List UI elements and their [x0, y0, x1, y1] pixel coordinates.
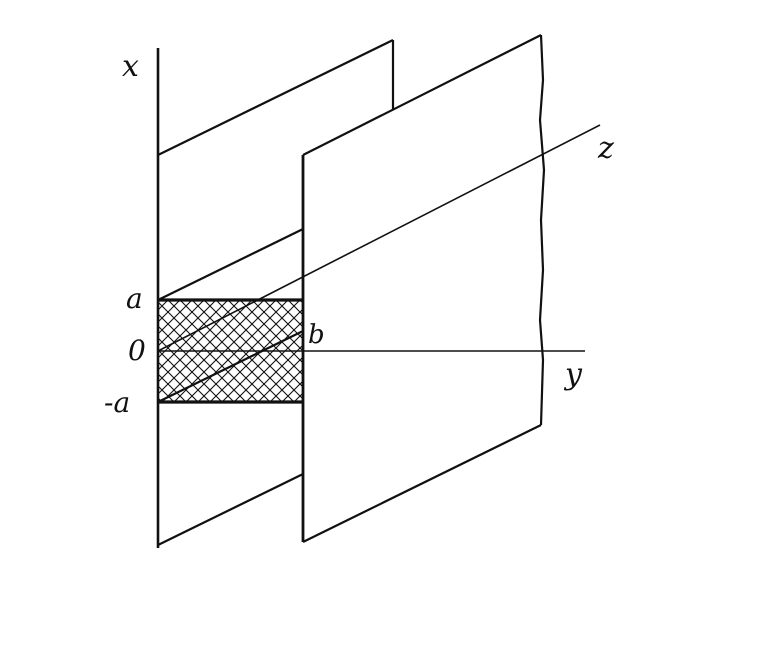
y-axis-label: y: [563, 357, 583, 392]
front-plate-far-edge: [538, 34, 546, 426]
back-plate-top-edge: [157, 39, 394, 156]
label-b: b: [308, 320, 325, 350]
front-plate-top-edge: [302, 34, 542, 156]
back-plate-bottom-edge: [157, 473, 304, 546]
label-a: a: [126, 282, 143, 315]
x-axis-label: x: [122, 49, 139, 84]
front-plate: [301, 34, 546, 543]
back-plate-mid-edge-upper: [157, 228, 304, 301]
label-neg-a: -a: [104, 386, 130, 419]
front-plate-bottom-edge: [302, 424, 542, 543]
back-plate: [157, 39, 395, 546]
z-axis: [157, 124, 601, 352]
z-axis-label: z: [597, 131, 614, 166]
label-origin: 0: [128, 334, 146, 367]
